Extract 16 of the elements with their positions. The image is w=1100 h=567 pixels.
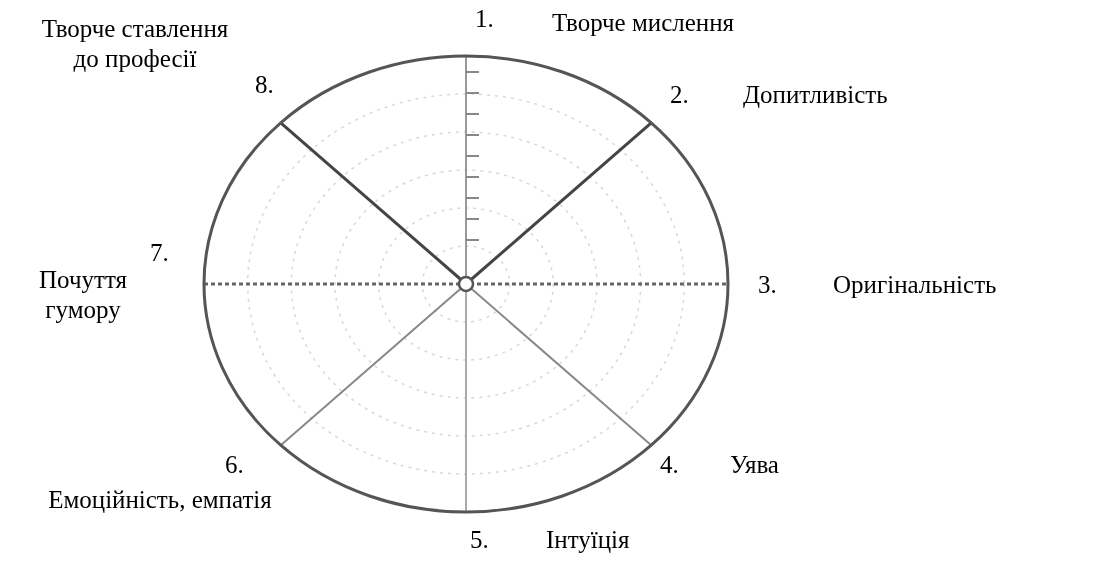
axis-label: Творче мислення (552, 8, 736, 38)
axis-label: Уява (730, 450, 780, 480)
axis-label: Допитливість (743, 80, 889, 110)
axis-label: Інтуїція (546, 525, 631, 555)
axis-label: Оригінальність (833, 270, 998, 300)
index-number: 6. (225, 450, 245, 480)
index-number: 7. (150, 238, 170, 268)
index-number: 2. (670, 80, 690, 110)
axis-label: Емоційність, емпатія (47, 485, 273, 515)
index-number: 8. (255, 70, 275, 100)
index-number: 3. (758, 270, 778, 300)
index-number: 1. (475, 4, 495, 34)
axis-label: Почуття гумору (38, 265, 128, 325)
index-number: 4. (660, 450, 680, 480)
axis-label: Творче ставлення до професії (40, 14, 230, 74)
index-number: 5. (470, 525, 490, 555)
